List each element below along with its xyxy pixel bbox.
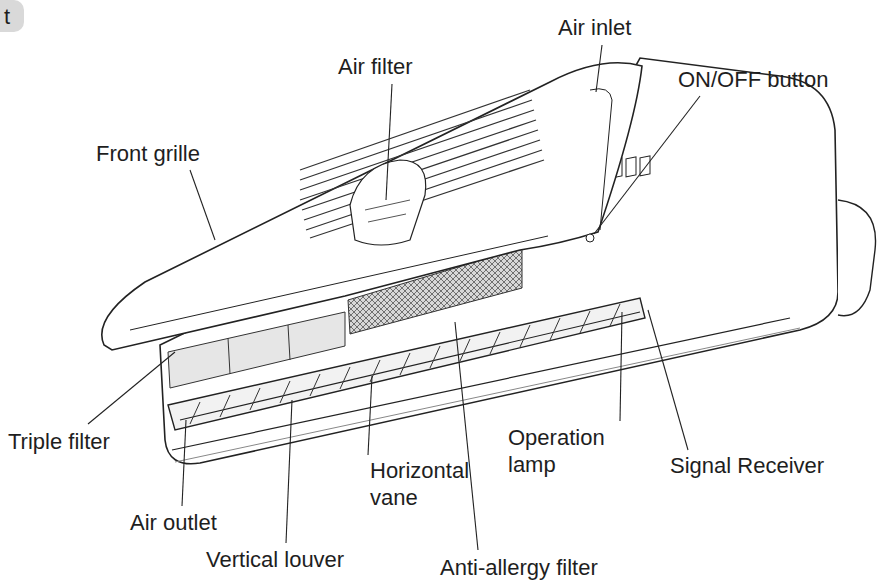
part-label: Horizontal vane (370, 457, 488, 511)
part-label: Signal Receiver (670, 452, 824, 479)
section-tab-label: t (4, 3, 10, 30)
part-label: Triple filter (8, 428, 110, 455)
part-label: Front grille (96, 140, 200, 167)
part-label: ON/OFF button (678, 66, 828, 93)
inlet-grille (300, 90, 544, 238)
part-label: Anti-allergy filter (440, 554, 598, 581)
vertical-louvers (190, 304, 620, 424)
part-label: Operation lamp (508, 424, 626, 478)
section-tab (0, 0, 24, 32)
part-label: Air inlet (558, 14, 631, 41)
horizontal-vane (180, 312, 640, 420)
leader-lines (88, 45, 700, 550)
housing-side (838, 200, 876, 316)
part-label: Air outlet (130, 509, 217, 536)
front-grille (102, 63, 642, 350)
part-label: Air filter (338, 53, 413, 80)
on-off-button (586, 234, 594, 242)
part-label: Vertical louver (206, 546, 344, 573)
